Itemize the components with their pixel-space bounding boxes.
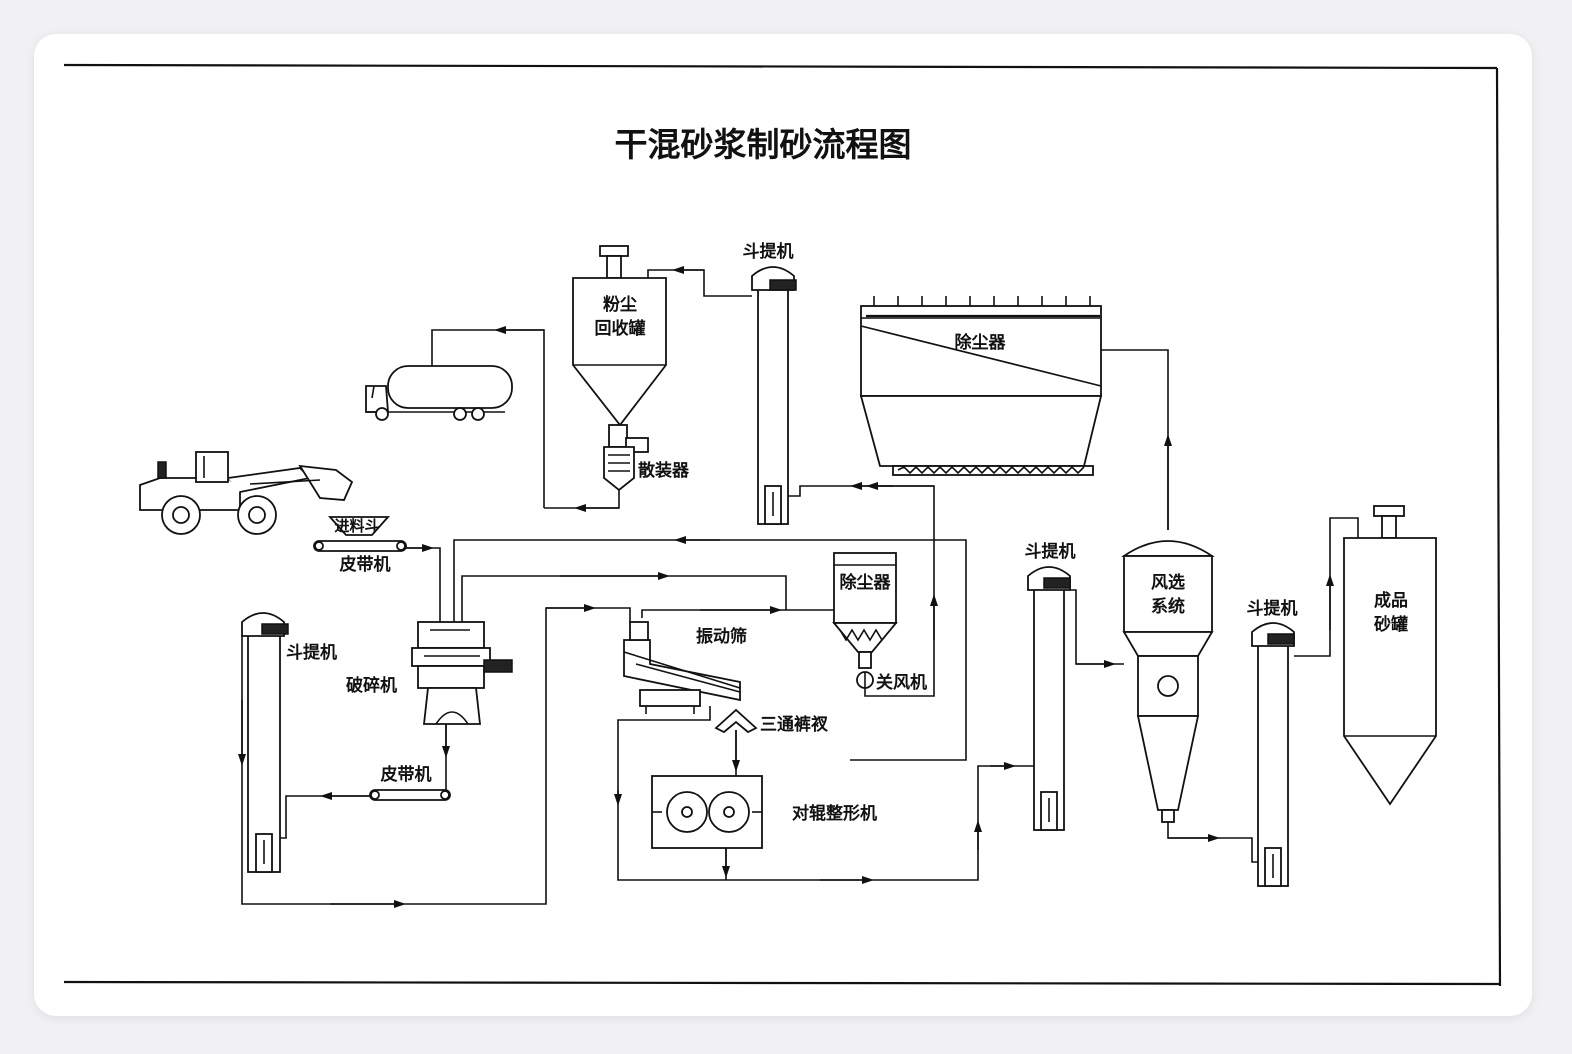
three-way-label: 三通裤衩 xyxy=(760,714,829,735)
elevator-mid-label: 斗提机 xyxy=(1025,541,1076,562)
elevator-left-label: 斗提机 xyxy=(286,642,337,663)
belt-conveyor-2: 皮带机 xyxy=(369,764,451,801)
paper-border xyxy=(63,63,1502,987)
bucket-elevator-right: 斗提机 xyxy=(1247,598,1298,887)
vibrating-screen: 振动筛 xyxy=(623,621,747,714)
product-tank-label-1: 成品 xyxy=(1374,590,1408,611)
bulk-loader-label: 散装器 xyxy=(638,460,690,481)
dust-collector-small-label: 除尘器 xyxy=(840,572,892,593)
elevator-right-label: 斗提机 xyxy=(1247,598,1298,619)
product-sand-tank: 成品 砂罐 xyxy=(1343,505,1437,806)
crusher-label: 破碎机 xyxy=(346,675,397,696)
roller-shaper: 对辊整形机 xyxy=(651,775,877,849)
bulk-loader: 散装器 xyxy=(603,424,690,492)
airlock-valve: 关风机 xyxy=(856,671,927,693)
three-way-chute: 三通裤衩 xyxy=(714,708,829,735)
diagram-title: 干混砂浆制砂流程图 xyxy=(615,125,912,164)
air-classifier-label-2: 系统 xyxy=(1151,596,1185,617)
airlock-label: 关风机 xyxy=(876,672,927,693)
air-classifier-label-1: 风选 xyxy=(1151,573,1185,593)
vibrating-screen-label: 振动筛 xyxy=(696,626,747,647)
dust-collector-large: 除尘器 xyxy=(859,296,1103,476)
air-classifier: 风选 系统 xyxy=(1121,540,1215,823)
dust-collector-large-label: 除尘器 xyxy=(955,332,1007,353)
flow-lines xyxy=(238,266,1359,908)
feed-hopper: 进料斗 xyxy=(327,516,391,536)
elevator-top-label: 斗提机 xyxy=(743,241,794,262)
dust-tank-label-2: 回收罐 xyxy=(595,318,646,339)
dust-collector-small: 除尘器 xyxy=(832,552,898,669)
bucket-elevator-top: 斗提机 xyxy=(743,241,797,525)
bucket-elevator-left: 斗提机 xyxy=(241,612,337,873)
crusher: 破碎机 xyxy=(346,621,513,725)
bucket-elevator-mid: 斗提机 xyxy=(1025,541,1076,831)
roller-shaper-label: 对辊整形机 xyxy=(792,803,877,824)
feed-hopper-label: 进料斗 xyxy=(334,517,379,535)
belt-2-label: 皮带机 xyxy=(381,764,432,785)
tanker-truck-icon xyxy=(365,365,513,421)
product-tank-label-2: 砂罐 xyxy=(1374,614,1408,635)
dust-tank-label-1: 粉尘 xyxy=(603,294,637,315)
loader-truck-icon xyxy=(139,451,354,535)
belt-1-label: 皮带机 xyxy=(340,554,391,575)
belt-conveyor-1: 皮带机 xyxy=(313,540,407,575)
dust-recovery-tank: 粉尘 回收罐 xyxy=(572,245,667,427)
